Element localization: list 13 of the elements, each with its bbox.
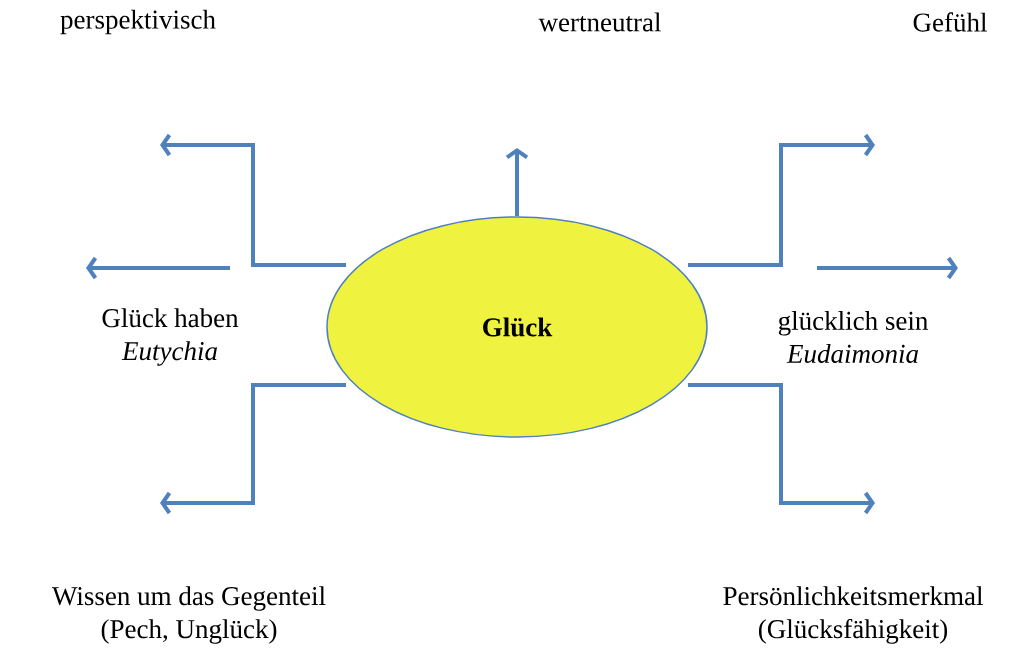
text-label: Persönlichkeitsmerkmal (Glücksfähigkeit) (723, 586, 983, 644)
text-label: perspektivisch (60, 9, 216, 35)
arrow (505, 148, 529, 216)
arrow (160, 133, 346, 267)
text-label: glücklich sein Eudaimonia (778, 310, 928, 364)
text-label: Wissen um das Gegenteil (Pech, Unglück) (52, 586, 326, 644)
text-label: Glück haben Eutychia (102, 308, 239, 366)
text-label: Gefühl (913, 12, 987, 32)
text-label: wertneutral (538, 12, 661, 32)
arrow (160, 383, 346, 515)
arrow (688, 383, 875, 515)
ellipse-node: Glück (326, 216, 708, 438)
arrow (688, 133, 875, 267)
